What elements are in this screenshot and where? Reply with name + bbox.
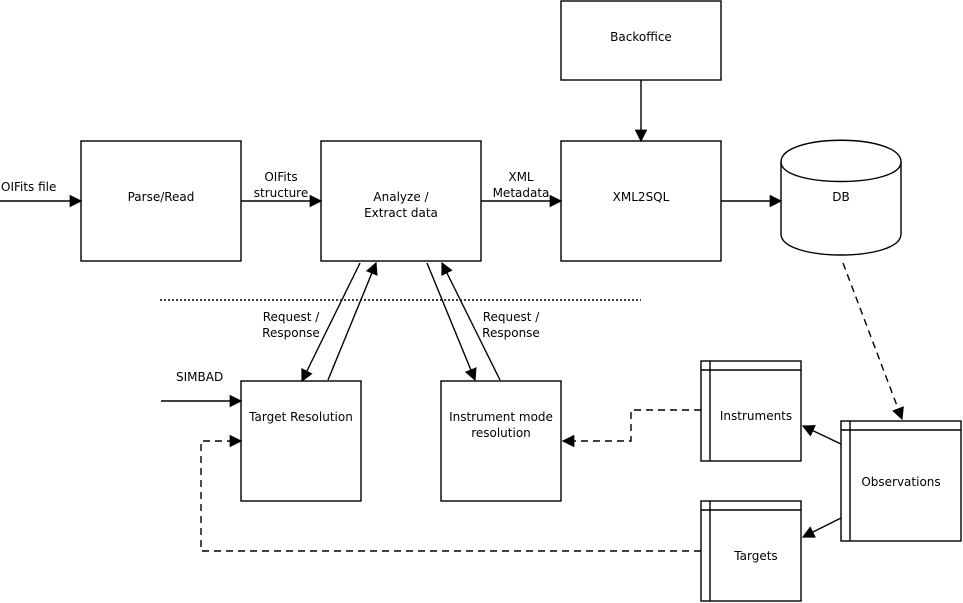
observations-table: [840, 420, 962, 542]
arrow-instrument-to-analyze: [441, 261, 501, 381]
targets-label: Targets: [733, 549, 777, 563]
backoffice-box: [560, 0, 722, 81]
arrow-observations-to-targets: [801, 517, 842, 538]
observations-label: Observations: [861, 475, 940, 489]
analyze-box: [320, 140, 482, 262]
arrow-observations-to-instruments: [801, 425, 842, 445]
dashed-db-to-observations: [842, 262, 904, 421]
instrument-mode-label-line1: Instrument mode: [449, 410, 553, 424]
parse-read-box: [80, 140, 242, 262]
request-response-right-line2: Response: [482, 326, 540, 340]
target-resolution-label: Target Resolution: [248, 410, 353, 424]
instruments-table: [700, 360, 802, 462]
target-resolution-box: [240, 380, 362, 502]
instruments-label: Instruments: [720, 409, 792, 423]
arrow-analyze-to-target: [301, 262, 361, 383]
instrument-mode-box: [440, 380, 562, 502]
dashed-targets-to-target-resolution: [200, 434, 701, 552]
arrow-target-to-analyze: [327, 261, 378, 381]
request-response-left-line2: Response: [262, 326, 320, 340]
backoffice-label: Backoffice: [610, 30, 672, 44]
db-label: DB: [832, 190, 849, 204]
request-response-left-line1: Request /: [263, 310, 321, 324]
db-cylinder: [780, 139, 902, 256]
request-response-right-line1: Request /: [483, 310, 541, 324]
parse-read-label: Parse/Read: [128, 190, 195, 204]
xml-metadata-label-line1: XML: [508, 170, 534, 184]
oifits-structure-label-line1: OIFits: [264, 170, 297, 184]
oifits-file-label: OIFits file: [1, 180, 56, 194]
oifits-structure-label-line2: structure: [254, 186, 308, 200]
arrow-analyze-to-instrument: [426, 262, 477, 382]
instrument-mode-label-line2: resolution: [471, 426, 531, 440]
xml2sql-label: XML2SQL: [613, 190, 670, 204]
analyze-label-line2: Extract data: [364, 206, 438, 220]
dashed-instruments-to-instrument-mode: [561, 409, 701, 448]
simbad-label: SIMBAD: [176, 370, 223, 384]
xml-metadata-label-line2: Metadata: [493, 186, 550, 200]
analyze-label-line1: Analyze /: [373, 190, 429, 204]
